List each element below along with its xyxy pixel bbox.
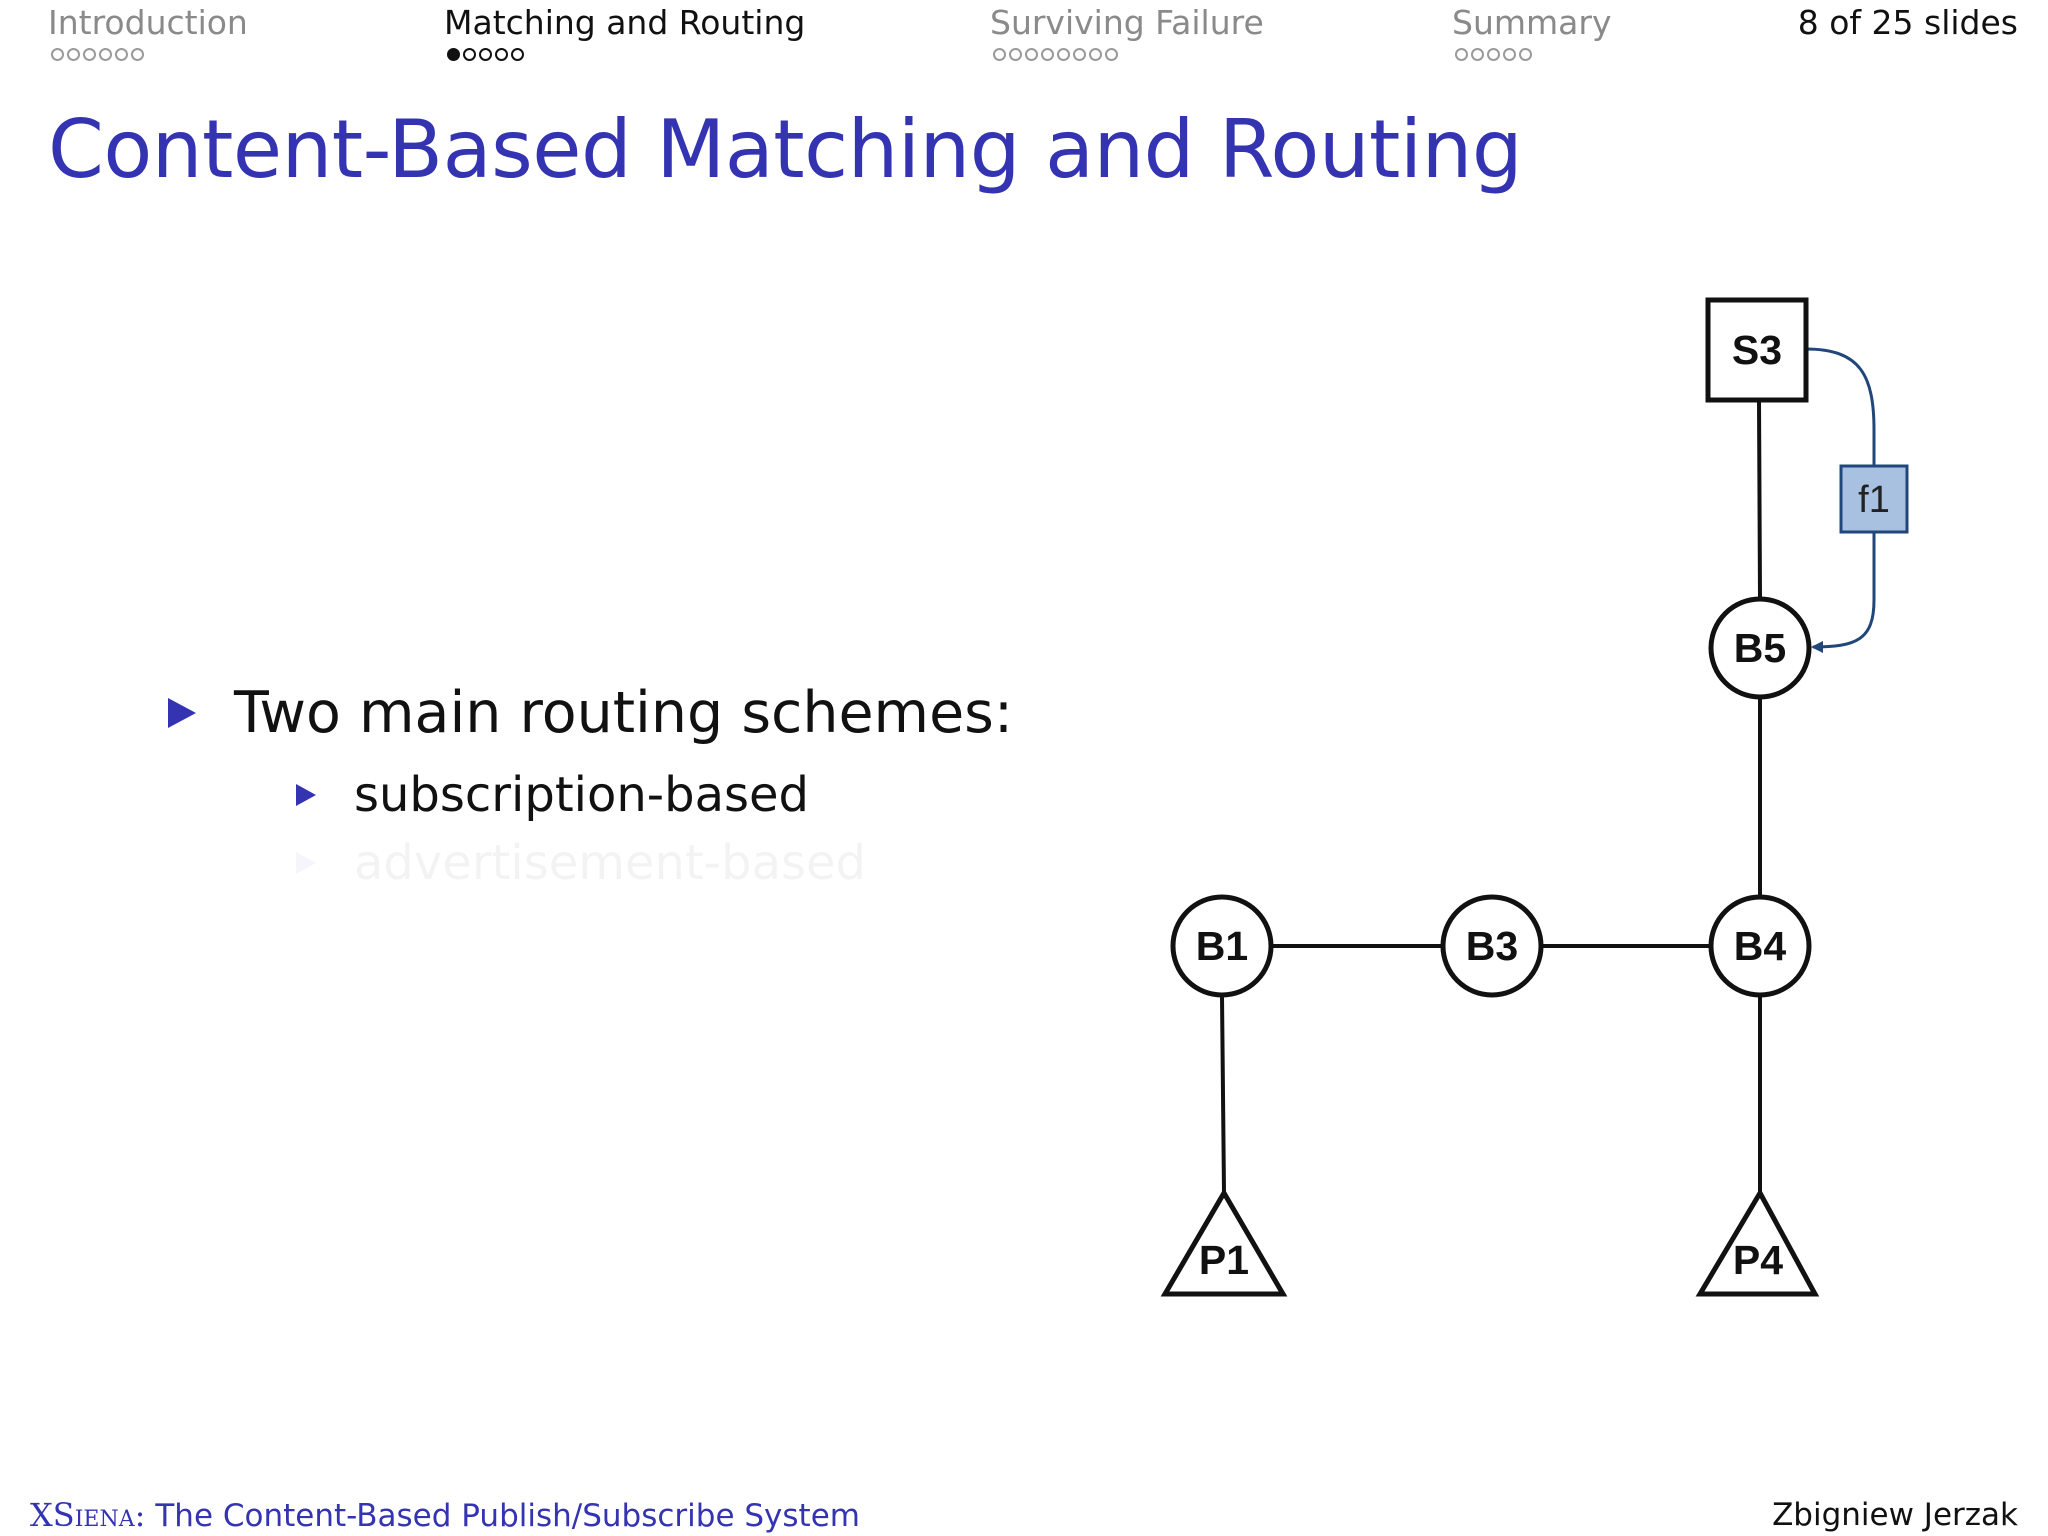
- nav-dot[interactable]: [1487, 48, 1500, 61]
- node-label: S3: [1732, 327, 1782, 373]
- filter-arrow: [1805, 347, 1876, 653]
- footer-system-name: XSiena:: [30, 1496, 146, 1534]
- node-b3: B3: [1440, 894, 1544, 998]
- edge-b1-p1: [1220, 995, 1226, 1194]
- node-label: B5: [1734, 625, 1786, 671]
- nav-dot[interactable]: [1041, 48, 1054, 61]
- nav-dot[interactable]: [993, 48, 1006, 61]
- bullet-text: advertisement-based: [354, 835, 866, 891]
- nav-dots: [447, 48, 805, 61]
- nav-dot[interactable]: [495, 48, 508, 61]
- footer-system-description: The Content-Based Publish/Subscribe Syst…: [155, 1498, 860, 1534]
- bullet-triangle-icon: [168, 698, 196, 728]
- node-label: P4: [1733, 1237, 1783, 1283]
- nav-dot[interactable]: [1025, 48, 1038, 61]
- nav-dot[interactable]: [1503, 48, 1516, 61]
- nav-dot[interactable]: [115, 48, 128, 61]
- node-b1: B1: [1170, 894, 1274, 998]
- node-label: P1: [1199, 1237, 1249, 1283]
- nav-section-label: Matching and Routing: [444, 3, 806, 42]
- nav-section-label: Introduction: [48, 3, 248, 42]
- nav-dot[interactable]: [1519, 48, 1532, 61]
- node-b5: B5: [1708, 596, 1812, 700]
- nav-dot[interactable]: [463, 48, 476, 61]
- filter-label: f1: [1858, 479, 1890, 521]
- nav-dot[interactable]: [1073, 48, 1086, 61]
- node-label: B1: [1196, 923, 1248, 969]
- nav-dot[interactable]: [131, 48, 144, 61]
- node-b4: B4: [1708, 894, 1812, 998]
- nav-dot-current[interactable]: [447, 48, 460, 61]
- nav-dot[interactable]: [1105, 48, 1118, 61]
- nav-dot[interactable]: [511, 48, 524, 61]
- nav-dot[interactable]: [51, 48, 64, 61]
- footer-title: XSiena:The Content-Based Publish/Subscri…: [30, 1496, 860, 1535]
- bullet-triangle-icon: [296, 852, 316, 874]
- nav-dot[interactable]: [1057, 48, 1070, 61]
- nav-dot[interactable]: [479, 48, 492, 61]
- nav-dot[interactable]: [67, 48, 80, 61]
- node-label: B4: [1734, 923, 1787, 969]
- nav-dot[interactable]: [1471, 48, 1484, 61]
- bullet-text: Two main routing schemes:: [234, 680, 1014, 746]
- bullet-sub-advertisement: advertisement-based: [296, 833, 866, 893]
- nav-dot[interactable]: [99, 48, 112, 61]
- footer-author: Zbigniew Jerzak: [1772, 1497, 2018, 1533]
- slide-title: Content-Based Matching and Routing: [48, 103, 1523, 196]
- node-label: B3: [1466, 923, 1518, 969]
- node-p1: P1: [1160, 1188, 1288, 1297]
- slide-counter: 8 of 25 slides: [1797, 3, 2018, 42]
- nav-dot[interactable]: [83, 48, 96, 61]
- nav-section-matching-and-routing[interactable]: Matching and Routing: [444, 4, 805, 61]
- filter-f1: f1: [1839, 464, 1909, 534]
- bullet-main: Two main routing schemes:: [168, 678, 1013, 748]
- nav-dots: [1455, 48, 1611, 61]
- bullet-triangle-icon: [296, 784, 316, 806]
- nav-dot[interactable]: [1455, 48, 1468, 61]
- nav-section-summary[interactable]: Summary: [1452, 4, 1611, 61]
- nav-section-surviving-failure[interactable]: Surviving Failure: [990, 4, 1264, 61]
- bullet-text: subscription-based: [354, 767, 809, 823]
- bullet-sub-subscription: subscription-based: [296, 765, 809, 825]
- nav-dots: [51, 48, 248, 61]
- node-p4: P4: [1695, 1187, 1820, 1297]
- nav-section-label: Surviving Failure: [990, 3, 1264, 42]
- nav-dots: [993, 48, 1264, 61]
- nav-dot[interactable]: [1009, 48, 1022, 61]
- nav-section-label: Summary: [1452, 3, 1612, 42]
- nav-section-introduction[interactable]: Introduction: [48, 4, 248, 61]
- node-s3: S3: [1705, 297, 1809, 403]
- edge-s3-b5: [1757, 399, 1762, 599]
- nav-dot[interactable]: [1089, 48, 1102, 61]
